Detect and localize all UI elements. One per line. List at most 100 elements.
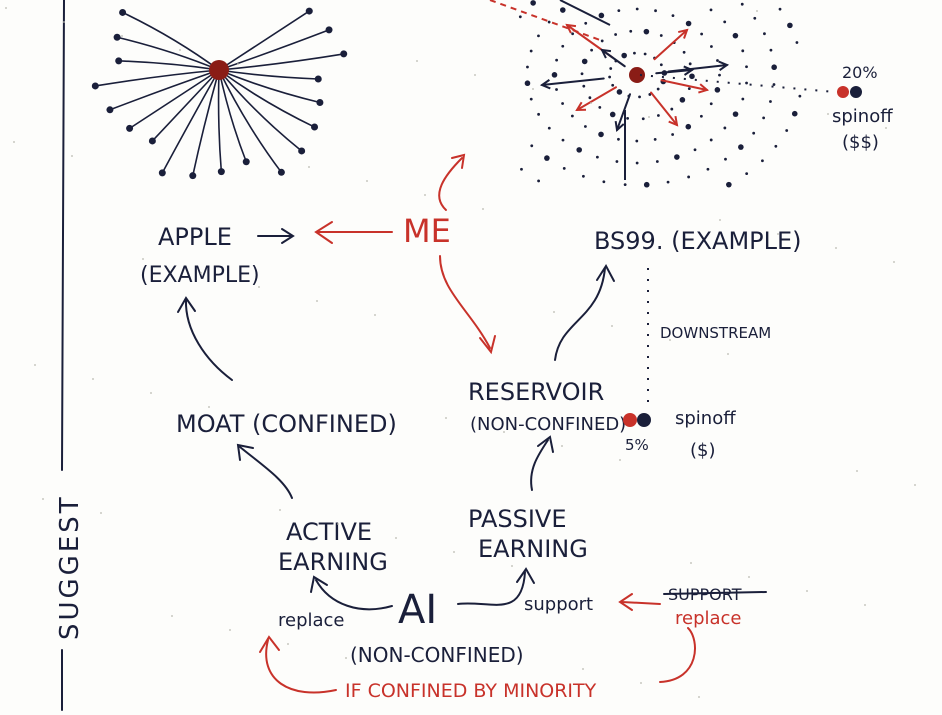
starburst-ray — [95, 69, 220, 87]
arrow-me-up-head — [451, 153, 466, 169]
field-dot — [679, 97, 686, 103]
field-dot — [621, 52, 627, 59]
arrow-me-up — [438, 157, 463, 211]
field-arrow-head — [539, 79, 551, 90]
field-dot — [787, 22, 793, 29]
field-dot — [732, 111, 739, 117]
starburst-node — [277, 168, 285, 176]
paper-speck — [258, 286, 260, 288]
field-dot — [609, 111, 616, 118]
paper-speck — [532, 88, 534, 90]
arrow-ai-to-passive — [457, 571, 526, 606]
passive-label: PASSIVE — [468, 505, 566, 533]
field-dot — [688, 62, 692, 66]
paper-speck — [727, 353, 729, 355]
field-arrow-head — [565, 23, 577, 34]
field-dot — [616, 89, 623, 95]
paper-speck — [503, 431, 505, 433]
paper-speck — [13, 141, 15, 143]
paper-speck — [171, 615, 173, 617]
field-dot — [791, 110, 798, 117]
starburst-node — [106, 106, 114, 114]
field-dot — [617, 137, 620, 141]
field-dot — [530, 0, 536, 6]
spinoff-big-pct: 20% — [842, 63, 878, 82]
field-dot — [615, 160, 619, 163]
field-dot — [769, 48, 773, 52]
paper-speck — [582, 668, 584, 670]
field-dot — [653, 137, 657, 141]
paper-speck — [648, 116, 650, 118]
field-arrow — [653, 29, 688, 61]
field-dot — [537, 34, 540, 38]
field-dot — [643, 181, 650, 188]
paper-speck — [619, 459, 621, 461]
field-dot — [598, 12, 605, 19]
field-dot — [732, 32, 739, 39]
arrow-ai-to-active-head — [310, 575, 328, 593]
moat-label: MOAT (CONFINED) — [176, 410, 397, 438]
arrow-me-to-reservoir — [439, 255, 491, 349]
starburst-node — [158, 169, 166, 177]
starburst-ray — [218, 69, 321, 104]
paper-speck — [308, 166, 310, 168]
field-dot — [745, 81, 748, 85]
field-dot — [718, 73, 721, 77]
field-dot — [714, 87, 721, 93]
paper-speck — [806, 590, 808, 592]
field-arrow — [660, 79, 708, 91]
paper-speck — [561, 445, 563, 447]
paper-speck — [864, 604, 866, 606]
ai-label: AI — [398, 587, 437, 633]
field-dot — [518, 15, 522, 19]
paper-speck — [92, 378, 94, 380]
arrow-moat-to-apple — [184, 299, 233, 381]
field-dot — [716, 59, 719, 62]
field-dot — [608, 75, 612, 79]
spinoff-small-ink-dot — [637, 413, 651, 427]
field-arrow — [616, 93, 631, 131]
downstream-label: DOWNSTREAM — [660, 324, 771, 342]
starburst-ray — [122, 11, 220, 71]
field-arrow — [576, 86, 617, 111]
field-dot — [581, 174, 585, 178]
field-dot — [598, 106, 602, 109]
field-dot — [741, 49, 745, 53]
field-dot — [600, 39, 604, 43]
paper-speck — [316, 300, 318, 302]
field-dot — [576, 147, 583, 153]
paper-speck — [690, 562, 692, 564]
bs99-dot-field — [489, 0, 802, 188]
spinoff-big-ink-dot — [850, 86, 862, 98]
paper-speck — [424, 194, 426, 196]
arrow-me-to-reservoir-head — [479, 335, 496, 355]
field-dot — [706, 167, 710, 171]
support-struck-label: SUPPORT — [668, 585, 742, 604]
field-dot — [771, 64, 777, 71]
spinoff-big-dotted-line — [639, 74, 836, 93]
arrow-me-to-apple-head — [314, 221, 333, 244]
arrow-moat-to-apple-head — [177, 296, 196, 313]
paper-speck — [34, 364, 36, 366]
starburst-node — [119, 8, 127, 16]
field-dot — [635, 139, 639, 143]
field-dot — [537, 179, 540, 183]
starburst-ray — [218, 69, 283, 173]
field-dot — [689, 73, 695, 80]
field-dot — [682, 50, 686, 54]
field-dot — [582, 84, 586, 88]
field-dot — [798, 94, 802, 98]
spinoff-small-red-dot — [623, 413, 637, 427]
paper-speck — [669, 339, 671, 341]
field-dot — [700, 32, 704, 36]
starburst-ray — [217, 69, 223, 172]
active-earning-label: EARNING — [278, 548, 388, 576]
field-incoming-dashed — [489, 0, 601, 41]
starburst-ray — [161, 69, 220, 174]
field-dot — [769, 100, 772, 103]
starburst-node — [305, 7, 313, 15]
field-dot — [559, 7, 566, 13]
field-dot — [670, 107, 674, 111]
replace-red-label: replace — [675, 608, 742, 629]
passive-earning-label: EARNING — [478, 535, 588, 563]
